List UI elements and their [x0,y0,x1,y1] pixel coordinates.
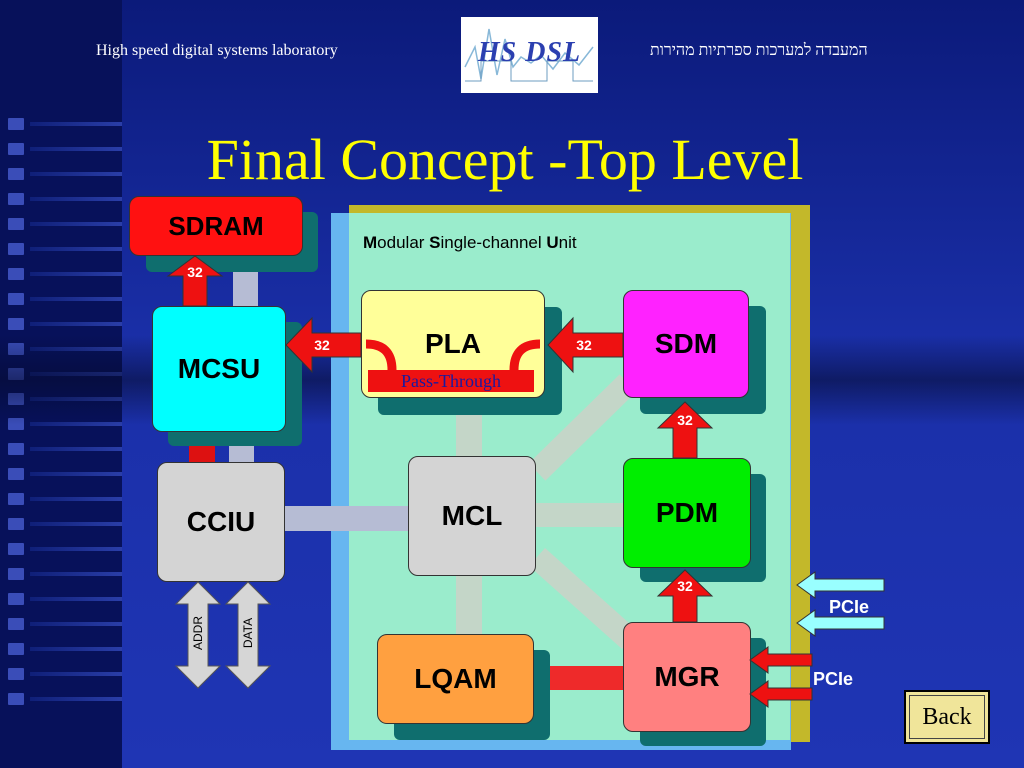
cciu-label: CCIU [186,506,256,537]
connector-cciu-mcl [284,506,408,531]
arrow-sdm-to-pla [547,316,624,374]
module-label: Modular Single-channel Unit [363,233,577,253]
stripe-cell [8,218,24,230]
arrow-mgr-to-pdm [656,569,714,623]
stripe-cell [8,543,24,555]
arrow-mcsu-to-sdram [166,255,224,307]
bus-width-sdm-pla: 32 [576,337,592,353]
sdram-label: SDRAM [168,210,264,241]
stripe-line [30,522,122,526]
pass-through-loop-left [365,339,397,371]
module-label-part-3: nit [558,233,577,252]
module-label-m: M [363,233,378,252]
arrow-pla-to-mcsu [285,316,362,374]
arrow-pcie-to-mgr-2 [749,680,813,708]
sdm-label: SDM [654,328,718,359]
module-label-part-1: odular [377,233,430,252]
stripe-cell [8,568,24,580]
mcl-label: MCL [441,500,503,531]
slide-title: Final Concept -Top Level [206,127,804,192]
connector-mcl-pdm [535,503,623,527]
stripe-line [30,597,122,601]
lab-logo: HS DSL [461,17,598,93]
stripe-cell [8,193,24,205]
stripe-cell [8,618,24,630]
stripe-cell [8,443,24,455]
cciu-block: CCIU [157,462,285,582]
logo-text: HS DSL [477,37,582,68]
mgr-block: MGR [623,622,751,732]
connector-mcl-lqam [456,575,482,635]
arrow-pcie-to-mgr-1 [749,646,813,674]
stripe-line [30,472,122,476]
stripe-cell [8,693,24,705]
mcsu-label: MCSU [177,353,261,384]
lab-name-hebrew: המעבדה למערכות ספרתיות מהירות [650,42,868,59]
stripe-cell [8,118,24,130]
addr-bidirectional-arrow [174,581,222,689]
stripe-cell [8,518,24,530]
stripe-line [30,247,122,251]
mgr-label: MGR [654,661,720,692]
stripe-line [30,322,122,326]
stripe-cell [8,143,24,155]
bus-width-pla-mcsu: 32 [314,337,330,353]
pdm-label: PDM [655,497,719,528]
lab-name-english: High speed digital systems laboratory [96,42,338,59]
data-label: DATA [241,617,255,649]
pass-through-label: Pass-Through [368,370,534,392]
stripe-cell [8,293,24,305]
arrow-pcie-in-2 [796,609,885,637]
stripe-cell [8,593,24,605]
module-label-u: U [546,233,559,252]
stripe-line [30,672,122,676]
sdm-block: SDM [623,290,749,398]
module-label-part-2: ingle-channel [440,233,547,252]
stripe-cell [8,668,24,680]
stripe-line [30,572,122,576]
stripe-line [30,172,122,176]
logo-waveform-icon [464,28,594,82]
module-label-s: S [429,233,441,252]
pla-label: PLA [425,328,481,359]
stripe-cell [8,493,24,505]
stripe-line [30,447,122,451]
stripe-cell [8,468,24,480]
pass-through-loop-right [509,339,541,371]
bus-width-mgr-pdm: 32 [677,578,693,594]
mcl-block: MCL [408,456,536,576]
sdram-block: SDRAM [129,196,303,256]
stripe-line [30,497,122,501]
data-bidirectional-arrow [224,581,272,689]
lqam-label: LQAM [414,663,497,694]
lqam-block: LQAM [377,634,534,724]
stripe-cell [8,318,24,330]
pdm-block: PDM [623,458,751,568]
stripe-line [30,272,122,276]
stripe-line [30,122,122,126]
stripe-line [30,647,122,651]
arrow-pdm-to-sdm [656,401,714,459]
bus-width-pdm-sdm: 32 [677,412,693,428]
stripe-cell [8,643,24,655]
stripe-line [30,147,122,151]
stripe-cell [8,243,24,255]
mcsu-block: MCSU [152,306,286,432]
back-button[interactable]: Back [904,690,990,744]
stripe-cell [8,168,24,180]
pcie-in-label: PCIe [829,597,870,617]
stripe-line [30,547,122,551]
bus-width-mcsu-sdram: 32 [187,264,203,280]
stripe-line [30,297,122,301]
stripe-cell [8,268,24,280]
pcie-out-label: PCIe [813,669,854,689]
stripe-line [30,197,122,201]
stripe-line [30,622,122,626]
arrow-pcie-in-1 [796,571,885,599]
addr-label: ADDR [191,616,205,651]
stripe-line [30,222,122,226]
stripe-line [30,697,122,701]
